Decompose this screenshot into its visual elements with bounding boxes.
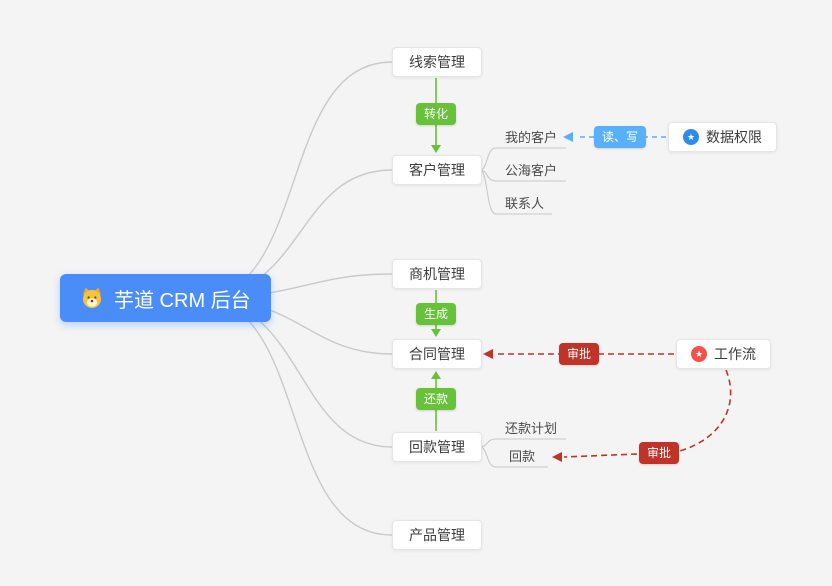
edge-receivable-plan: [479, 438, 566, 448]
arrowhead-permission: [563, 132, 573, 142]
node-label: 产品管理: [409, 527, 465, 543]
node-opportunity: 商机管理: [392, 259, 482, 289]
badge-repay: 还款: [416, 388, 457, 410]
node-receivable: 回款管理: [392, 432, 482, 462]
arrowhead-convert: [431, 145, 441, 153]
arrowhead-repay: [431, 371, 441, 379]
child-public-customer: 公海客户: [505, 163, 558, 178]
node-product: 产品管理: [392, 520, 482, 550]
node-label: 数据权限: [706, 129, 762, 145]
edge-receivable-receivable: [479, 446, 548, 468]
node-customer: 客户管理: [392, 155, 482, 185]
edge-customer-public: [479, 169, 566, 182]
node-contract: 合同管理: [392, 339, 482, 369]
badge-approve-receivable: 审批: [639, 442, 680, 464]
child-receivable: 回款: [509, 449, 536, 464]
node-label: 商机管理: [409, 266, 465, 282]
badge-generate: 生成: [416, 303, 457, 325]
arrowhead-generate: [431, 329, 441, 337]
child-my-customer: 我的客户: [505, 130, 558, 145]
badge-read-write: 读、写: [594, 126, 647, 148]
node-leads: 线索管理: [392, 47, 482, 77]
root-node: 芋道 CRM 后台: [60, 274, 271, 322]
arrowhead-approve-receivable: [552, 452, 562, 462]
edge-root-product: [199, 297, 393, 536]
arrowhead-approve-contract: [483, 349, 493, 359]
child-contact: 联系人: [505, 196, 545, 211]
node-label: 线索管理: [409, 54, 465, 70]
badge-convert: 转化: [416, 103, 457, 125]
node-label: 回款管理: [409, 439, 465, 455]
edge-customer-my: [479, 147, 566, 171]
node-workflow: ★ 工作流: [676, 339, 771, 369]
dog-logo-icon: [80, 286, 104, 310]
edge-approve-receivable-line: [563, 453, 638, 458]
child-repayment-plan: 还款计划: [505, 421, 558, 436]
edge-root-leads: [199, 61, 393, 299]
root-label: 芋道 CRM 后台: [114, 289, 251, 312]
edge-approve-receivable-curve: [679, 369, 732, 452]
node-label: 合同管理: [409, 346, 465, 362]
badge-approve-contract: 审批: [559, 343, 600, 365]
workflow-star-icon: ★: [691, 346, 707, 362]
edge-customer-contact: [479, 169, 552, 215]
node-label: 工作流: [714, 346, 756, 362]
node-label: 客户管理: [409, 162, 465, 178]
node-data-permission: ★ 数据权限: [668, 122, 777, 152]
data-permission-star-icon: ★: [683, 129, 699, 145]
